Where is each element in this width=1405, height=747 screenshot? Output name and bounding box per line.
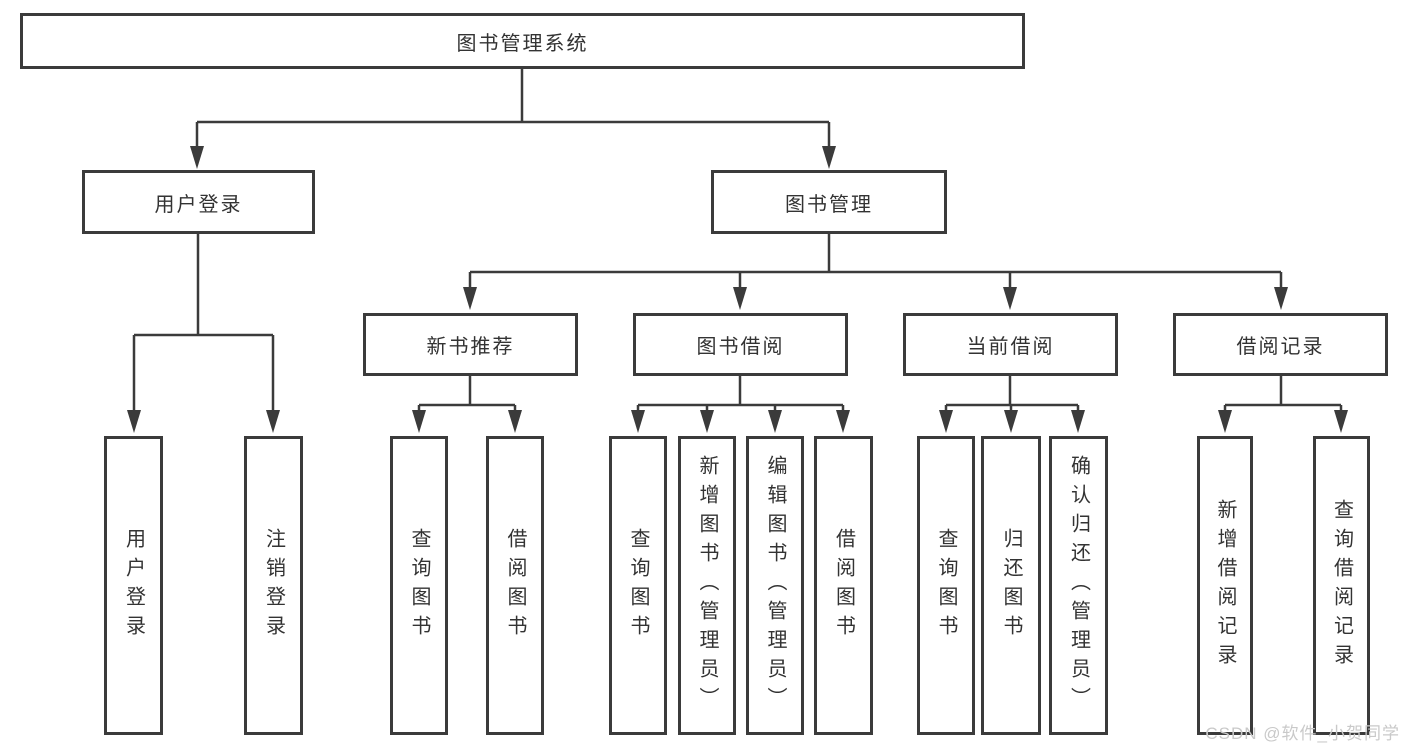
watermark-csdn: CSDN @软件_小贺同学 [1205, 724, 1400, 743]
node-book-management: 图书管理 [711, 170, 947, 234]
leaf-user-login: 用户登录 [104, 436, 163, 735]
connector-book-borrow [631, 375, 850, 433]
leaf-query-books-current: 查询图书 [917, 436, 975, 735]
node-current-borrow: 当前借阅 [903, 313, 1118, 376]
arrow-down-icon [768, 410, 782, 433]
connector-borrow-records [1218, 375, 1348, 433]
node-label: 归还图书 [1000, 527, 1022, 644]
arrow-down-icon [1004, 410, 1018, 433]
leaf-edit-book-admin: 编辑图书（管理员） [746, 436, 804, 735]
leaf-add-borrow-record: 新增借阅记录 [1197, 436, 1253, 735]
arrow-down-icon [836, 410, 850, 433]
arrow-down-icon [700, 410, 714, 433]
leaf-confirm-return-admin: 确认归还（管理员） [1049, 436, 1108, 735]
node-label: 编辑图书（管理员） [764, 455, 786, 716]
leaf-query-books-borrow: 查询图书 [609, 436, 667, 735]
node-label: 查询图书 [935, 527, 957, 644]
node-label: 查询图书 [627, 527, 649, 644]
arrow-down-icon [1218, 410, 1232, 433]
node-label: 借阅记录 [1236, 336, 1325, 358]
node-user-login: 用户登录 [82, 170, 315, 234]
arrow-down-icon [266, 410, 280, 433]
node-label: 当前借阅 [966, 336, 1055, 358]
leaf-borrow-books-recommend: 借阅图书 [486, 436, 544, 735]
node-label: 新书推荐 [426, 336, 515, 358]
leaf-add-book-admin: 新增图书（管理员） [678, 436, 736, 735]
connector-book-management [463, 234, 1288, 310]
node-borrow-records: 借阅记录 [1173, 313, 1388, 376]
node-book-borrow: 图书借阅 [633, 313, 848, 376]
arrow-down-icon [1071, 410, 1085, 433]
arrow-down-icon [1334, 410, 1348, 433]
node-label: 确认归还（管理员） [1067, 455, 1090, 716]
node-label: 借阅图书 [504, 527, 526, 644]
arrow-down-icon [822, 146, 836, 169]
node-label: 新增借阅记录 [1214, 498, 1236, 673]
node-label: 图书管理 [785, 193, 873, 216]
leaf-query-borrow-record: 查询借阅记录 [1313, 436, 1370, 735]
node-new-book-recommend: 新书推荐 [363, 313, 578, 376]
node-label: 查询借阅记录 [1330, 498, 1353, 673]
arrow-down-icon [939, 410, 953, 433]
node-label: 用户登录 [154, 193, 243, 216]
node-label: 查询图书 [408, 527, 430, 644]
connector-user-login [127, 234, 280, 433]
leaf-return-book: 归还图书 [981, 436, 1041, 735]
arrow-down-icon [190, 146, 204, 169]
node-label: 用户登录 [122, 527, 145, 644]
arrow-down-icon [127, 410, 141, 433]
arrow-down-icon [1003, 287, 1017, 310]
arrow-down-icon [463, 287, 477, 310]
connector-new-book-recommend [412, 375, 522, 433]
node-label: 图书管理系统 [456, 32, 589, 55]
leaf-query-books-recommend: 查询图书 [390, 436, 448, 735]
leaf-borrow-books: 借阅图书 [814, 436, 873, 735]
node-label: 注销登录 [262, 527, 285, 644]
node-root: 图书管理系统 [20, 13, 1025, 69]
arrow-down-icon [1274, 287, 1288, 310]
arrow-down-icon [412, 410, 426, 433]
arrow-down-icon [508, 410, 522, 433]
arrow-down-icon [631, 410, 645, 433]
node-label: 借阅图书 [832, 527, 855, 644]
connector-root [190, 69, 836, 169]
leaf-logout: 注销登录 [244, 436, 303, 735]
node-label: 新增图书（管理员） [696, 455, 718, 716]
node-label: 图书借阅 [696, 336, 785, 358]
connector-current-borrow [939, 375, 1085, 433]
arrow-down-icon [733, 287, 747, 310]
